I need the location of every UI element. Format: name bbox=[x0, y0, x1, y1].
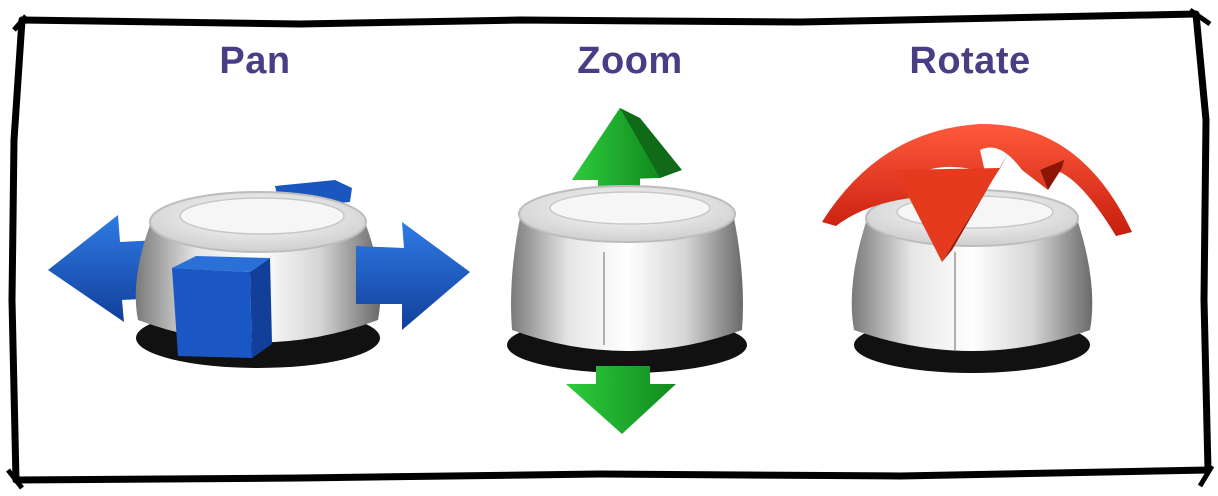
pan-right-arrow-icon bbox=[356, 222, 470, 330]
zoom-down-arrow-icon bbox=[566, 366, 676, 434]
pan-label: Pan bbox=[219, 40, 291, 82]
pan-panel bbox=[48, 180, 470, 368]
rotate-panel bbox=[822, 123, 1132, 373]
pan-front-arrow-icon bbox=[172, 256, 272, 358]
zoom-puck bbox=[507, 185, 747, 373]
zoom-up-arrow-icon bbox=[572, 108, 682, 205]
rotate-label: Rotate bbox=[909, 40, 1031, 82]
zoom-label: Zoom bbox=[577, 40, 683, 82]
zoom-panel bbox=[507, 108, 747, 434]
rotate-puck bbox=[851, 189, 1093, 373]
rotate-arrow-icon bbox=[822, 123, 1132, 262]
pan-left-arrow-icon bbox=[48, 215, 160, 322]
